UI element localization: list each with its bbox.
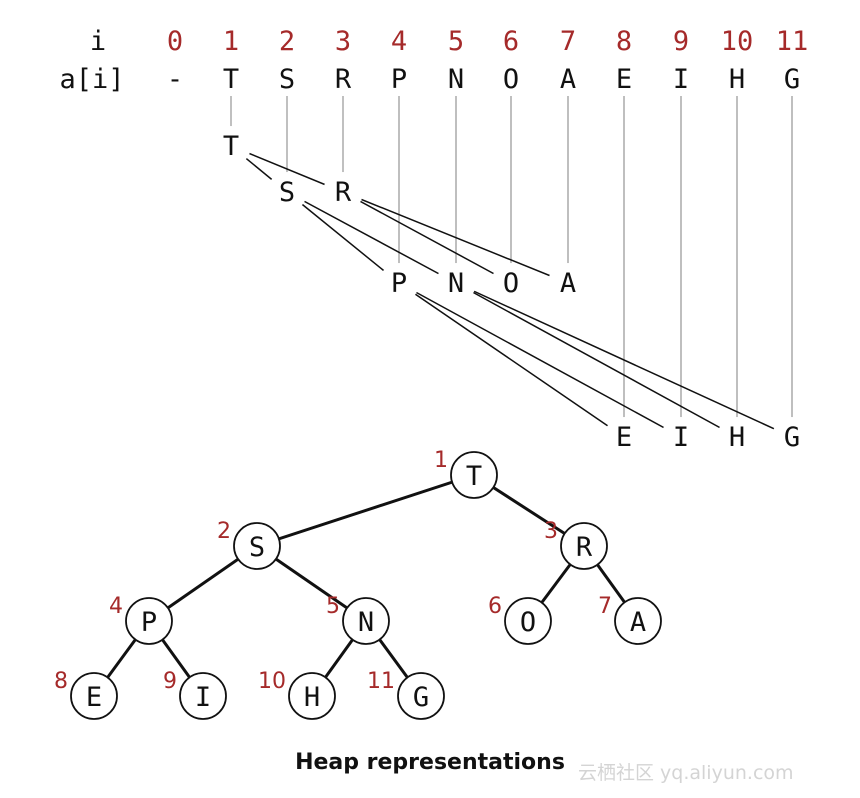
tree-node-letter: R (576, 532, 593, 563)
tree-node-index: 8 (54, 669, 68, 694)
diagonal-node-circle (323, 172, 363, 212)
diagonal-edge (398, 282, 682, 438)
diagonal-node-letter: R (335, 177, 352, 208)
tree-node-circle (614, 597, 662, 645)
tree-node-index: 5 (326, 594, 340, 619)
tree-node-circle (342, 597, 390, 645)
index-label: 0 (167, 26, 183, 57)
tree-node-letter: P (141, 607, 157, 638)
tree-node-letter: A (630, 607, 646, 638)
index-label: 6 (503, 26, 519, 57)
diagonal-edge (342, 191, 569, 284)
tree-node-circle (70, 672, 118, 720)
tree-node-circle (288, 672, 336, 720)
diagonal-node-circle (604, 417, 644, 457)
tree-node-letter: I (195, 682, 211, 713)
array-value: - (167, 64, 183, 95)
array-value: I (673, 64, 689, 95)
diagonal-edge (230, 145, 344, 193)
array-value: P (391, 64, 407, 95)
tree-node-index: 9 (163, 669, 177, 694)
tree-node-letter: G (413, 682, 429, 713)
diagonal-node-letter: T (223, 131, 239, 162)
tree-node-index: 1 (434, 448, 448, 473)
diagonal-node-circle (717, 417, 757, 457)
diagonal-node-circle (661, 417, 701, 457)
tree-edge (256, 473, 475, 548)
tree-node-index: 4 (109, 594, 123, 619)
index-label: 9 (673, 26, 689, 57)
index-label: 11 (776, 26, 809, 57)
index-label: 7 (560, 26, 576, 57)
index-label: 5 (448, 26, 464, 57)
tree-node-circle (233, 522, 281, 570)
index-label: 2 (279, 26, 295, 57)
index-label: 3 (335, 26, 351, 57)
diagonal-node-letter: P (391, 268, 407, 299)
figure-caption: Heap representations (295, 750, 565, 775)
tree-node-circle (560, 522, 608, 570)
diagonal-node-circle (436, 263, 476, 303)
diagonal-node-letter: N (448, 268, 464, 299)
diagonal-node-circle (267, 172, 307, 212)
diagonal-node-letter: S (279, 177, 295, 208)
array-row-label: a[i] (59, 64, 124, 95)
diagonal-node-letter: A (560, 268, 576, 299)
tree-node-circle (179, 672, 227, 720)
tree-node-circle (125, 597, 173, 645)
tree-node-circle (504, 597, 552, 645)
diagonal-node-circle (379, 263, 419, 303)
diagonal-node-circle (548, 263, 588, 303)
tree-node-letter: O (520, 607, 536, 638)
diagonal-edge (398, 282, 625, 438)
watermark: 云栖社区 yq.aliyun.com (578, 762, 794, 784)
diagonal-node-letter: G (784, 422, 800, 453)
diagonal-node-circle (211, 126, 251, 166)
index-label: 1 (223, 26, 239, 57)
array-value: T (223, 64, 239, 95)
tree-node-index: 2 (217, 519, 231, 544)
diagonal-edge (455, 282, 793, 438)
array-value: H (729, 64, 745, 95)
diagonal-node-circle (772, 417, 812, 457)
tree-node-circle (397, 672, 445, 720)
diagonal-edge (286, 191, 457, 284)
array-value: E (616, 64, 632, 95)
array-value: A (560, 64, 576, 95)
index-label: 8 (616, 26, 632, 57)
tree-edges (92, 473, 640, 697)
diagonal-node-letter: H (729, 422, 745, 453)
tree-node-index: 10 (258, 669, 286, 694)
tree-node-index: 7 (598, 594, 612, 619)
tree-node-letter: E (86, 682, 102, 713)
array-value: O (503, 64, 519, 95)
tree-node-letter: S (249, 532, 265, 563)
array-value: R (335, 64, 352, 95)
tree-node-circle (450, 451, 498, 499)
diagonal-nodes: T S R P N O A E I H G (211, 126, 812, 457)
tree-node-letter: T (466, 461, 482, 492)
array-value: G (784, 64, 800, 95)
array-value: S (279, 64, 295, 95)
tree-node-index: 11 (367, 669, 395, 694)
tree-node-index: 6 (488, 594, 502, 619)
index-label: 4 (391, 26, 407, 57)
tree-node-index: 3 (544, 519, 558, 544)
diagonal-node-letter: O (503, 268, 519, 299)
diagonal-edge (455, 282, 738, 438)
index-label: 10 (721, 26, 754, 57)
guide-lines (230, 96, 793, 437)
tree-node-letter: N (358, 607, 374, 638)
tree-node-letter: H (304, 682, 320, 713)
index-row-label: i (90, 26, 106, 57)
diagonal-edge (342, 191, 512, 284)
diagonal-node-letter: E (616, 422, 632, 453)
diagonal-node-circle (491, 263, 531, 303)
array-header: 0 1 2 3 4 5 6 7 8 9 10 11 - T S R P N O A E I H G (167, 26, 808, 95)
diagonal-edge (286, 191, 400, 284)
diagonal-node-letter: I (673, 422, 689, 453)
array-value: N (448, 64, 464, 95)
